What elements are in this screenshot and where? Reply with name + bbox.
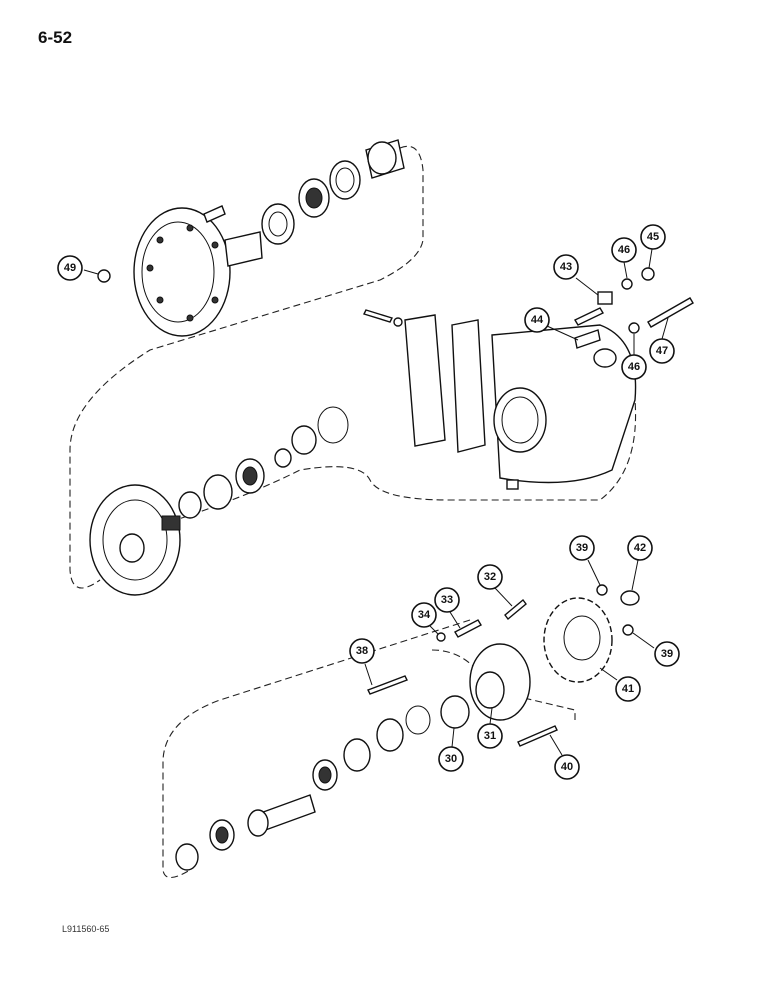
svg-text:41: 41 xyxy=(622,683,634,695)
svg-text:42: 42 xyxy=(634,542,646,554)
callout-41: 41 xyxy=(599,667,641,702)
bolt-40 xyxy=(517,725,558,747)
stud-43 xyxy=(574,307,604,326)
housing-gasket-inner xyxy=(404,314,446,447)
svg-text:46: 46 xyxy=(628,361,640,373)
dowel-pin xyxy=(504,598,527,621)
hub-bearing-cone xyxy=(298,178,330,218)
svg-text:39: 39 xyxy=(576,542,588,554)
housing-bolt xyxy=(363,309,403,327)
callout-32: 32 xyxy=(477,564,513,607)
carrier-snap-ring xyxy=(317,406,349,444)
callout-44: 44 xyxy=(524,307,579,341)
callout-47: 47 xyxy=(649,317,675,364)
callout-46-bottom: 46 xyxy=(621,334,647,380)
svg-text:47: 47 xyxy=(656,345,668,357)
hub-seal xyxy=(261,203,295,245)
svg-text:43: 43 xyxy=(560,261,572,273)
callout-34: 34 xyxy=(411,602,439,635)
axle-bearing-cup-2 xyxy=(343,738,371,772)
svg-text:45: 45 xyxy=(647,231,659,243)
page-number: 6-52 xyxy=(38,28,73,47)
callout-46-top: 46 xyxy=(611,237,637,279)
planetary-carrier xyxy=(89,484,181,596)
svg-text:31: 31 xyxy=(484,730,496,742)
bolt-47 xyxy=(647,297,694,328)
svg-text:32: 32 xyxy=(484,571,496,583)
callout-49: 49 xyxy=(57,255,99,281)
assembly-leader-bottom xyxy=(162,619,471,879)
nut-45 xyxy=(641,267,655,281)
callout-43: 43 xyxy=(553,254,599,296)
callout-33: 33 xyxy=(434,587,461,629)
spacer-43 xyxy=(597,291,613,305)
svg-text:34: 34 xyxy=(418,609,431,621)
seal-44 xyxy=(593,348,617,368)
axle-bearing-cone-2 xyxy=(209,819,235,851)
figure-code: L911560-65 xyxy=(62,924,110,934)
wheel-hub-flange xyxy=(133,207,263,337)
callout-39-bottom: 39 xyxy=(632,632,680,667)
nut-39 xyxy=(596,584,634,636)
svg-text:46: 46 xyxy=(618,244,630,256)
hub-stud xyxy=(203,205,226,223)
carrier-bearing-cup xyxy=(203,474,233,510)
svg-text:30: 30 xyxy=(445,753,457,765)
carrier-seal xyxy=(178,491,202,519)
callout-45: 45 xyxy=(640,224,666,269)
axle-shaft xyxy=(247,794,316,837)
capscrew-33 xyxy=(454,619,482,638)
axle-bearing-cone xyxy=(312,759,338,791)
callout-40: 40 xyxy=(549,734,580,780)
assembly-leader-middle xyxy=(159,399,637,526)
washer-34 xyxy=(436,632,446,642)
callout-30: 30 xyxy=(438,727,464,772)
svg-text:40: 40 xyxy=(561,761,573,773)
svg-text:44: 44 xyxy=(531,314,544,326)
carrier-washer xyxy=(274,448,292,468)
hub-sleeve xyxy=(365,139,405,179)
callout-42: 42 xyxy=(627,535,653,591)
callout-39-top: 39 xyxy=(569,535,601,586)
svg-text:33: 33 xyxy=(441,594,453,606)
axle-housing xyxy=(469,643,531,721)
axle-gasket xyxy=(440,695,470,729)
axle-bearing-cup xyxy=(376,718,404,752)
nut-49 xyxy=(97,269,111,283)
svg-text:38: 38 xyxy=(356,645,368,657)
svg-text:49: 49 xyxy=(64,262,76,274)
bolt-38 xyxy=(367,675,408,695)
carrier-bearing-cone xyxy=(235,458,265,494)
fitting-44 xyxy=(574,329,601,349)
carrier-nut xyxy=(291,425,317,455)
housing-plug xyxy=(506,479,519,490)
hub-bearing-cup xyxy=(329,160,361,200)
seal-42 xyxy=(620,590,640,606)
final-drive-housing xyxy=(491,324,637,484)
axle-o-ring xyxy=(405,705,431,735)
housing-gasket-outer xyxy=(451,319,486,453)
callout-38: 38 xyxy=(349,638,375,686)
washer-46 xyxy=(621,278,640,334)
brake-plate xyxy=(543,597,613,683)
axle-seal xyxy=(175,843,199,871)
svg-text:39: 39 xyxy=(661,648,673,660)
callout-31: 31 xyxy=(477,707,503,749)
